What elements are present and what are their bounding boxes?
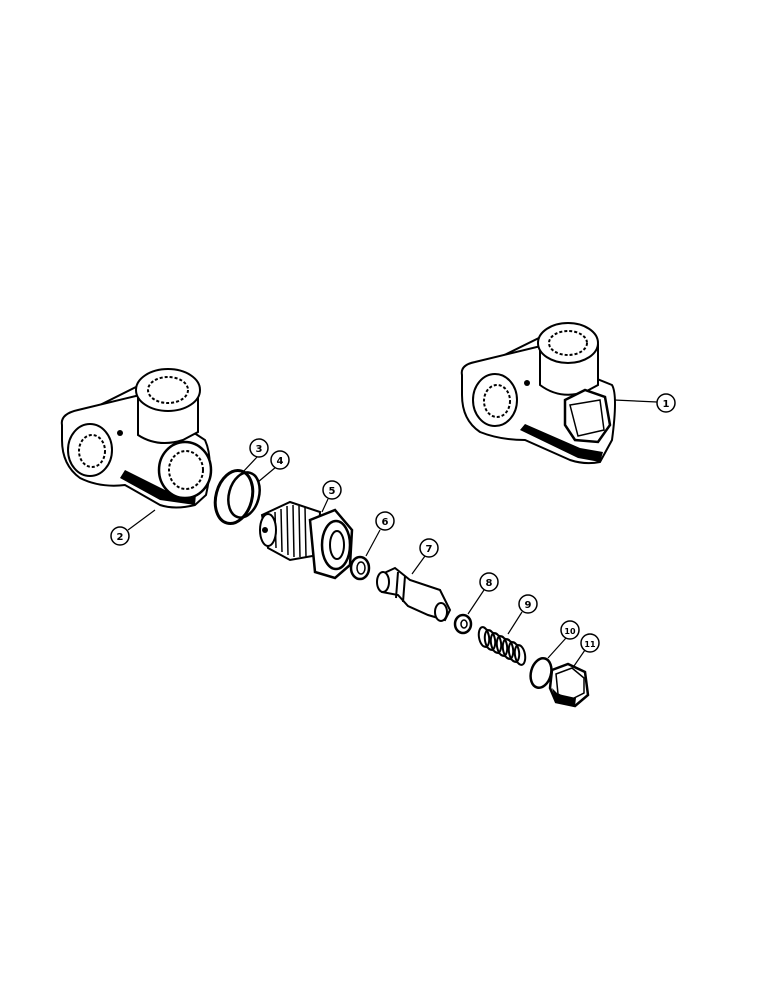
callout-2: 2 bbox=[110, 526, 130, 546]
callout-label: 5 bbox=[329, 486, 336, 497]
callout-3: 3 bbox=[249, 438, 269, 458]
callout-label: 8 bbox=[486, 578, 493, 589]
callout-label: 10 bbox=[564, 627, 576, 636]
callout-label: 2 bbox=[117, 532, 124, 543]
callout-8: 8 bbox=[479, 572, 499, 592]
spring bbox=[477, 626, 527, 666]
valve-cartridge bbox=[259, 500, 354, 580]
poppet bbox=[376, 566, 452, 622]
washer bbox=[349, 555, 371, 581]
valve-body-assembled bbox=[460, 322, 616, 465]
washer-small bbox=[453, 613, 473, 635]
callout-6: 6 bbox=[375, 511, 395, 531]
callout-label: 6 bbox=[382, 517, 389, 528]
o-ring-small bbox=[227, 471, 261, 519]
callout-4: 4 bbox=[270, 450, 290, 470]
callout-label: 4 bbox=[277, 456, 284, 467]
hex-plug bbox=[548, 662, 590, 708]
valve-body bbox=[60, 368, 213, 509]
callout-label: 1 bbox=[663, 399, 670, 410]
callout-label: 11 bbox=[584, 640, 596, 649]
callout-label: 7 bbox=[426, 544, 433, 555]
callout-label: 9 bbox=[525, 600, 532, 611]
callout-10: 10 bbox=[560, 620, 580, 640]
callout-label: 3 bbox=[256, 444, 263, 455]
callout-11: 11 bbox=[580, 633, 600, 653]
callout-5: 5 bbox=[322, 480, 342, 500]
callout-1: 1 bbox=[656, 393, 676, 413]
callout-9: 9 bbox=[518, 594, 538, 614]
callout-7: 7 bbox=[419, 538, 439, 558]
leader-lines bbox=[127, 399, 658, 667]
o-ring-large bbox=[213, 469, 255, 525]
